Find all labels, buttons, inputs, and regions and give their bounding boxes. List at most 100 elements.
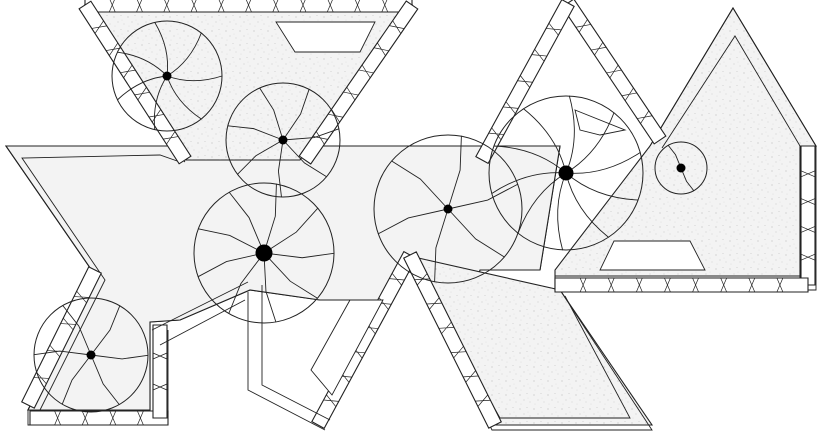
tree-trunk <box>255 244 273 262</box>
planter-bench-12 <box>152 324 168 419</box>
bench-slat <box>163 131 179 145</box>
planter-bench-6 <box>800 145 816 286</box>
planter-bench-11 <box>29 410 169 426</box>
bench-strip <box>298 0 419 165</box>
bench-slat <box>637 110 653 124</box>
tree-branch <box>116 75 168 101</box>
plaza-edge-inner-left <box>21 154 181 411</box>
bench-strip <box>800 145 816 286</box>
bench-slat <box>579 277 587 293</box>
bench-slat <box>800 198 816 205</box>
tree-3 <box>193 182 335 324</box>
raised-bed-top <box>275 21 376 53</box>
tree-branch <box>166 75 202 120</box>
bench-slat <box>190 0 198 13</box>
tree-branch <box>447 183 519 210</box>
tree-branch <box>377 208 449 235</box>
tree-branch <box>282 139 328 178</box>
tree-trunk <box>443 204 453 214</box>
bench-slat <box>354 0 361 13</box>
bench-slat <box>503 101 519 114</box>
tree-trunk <box>676 163 686 173</box>
tree-7 <box>654 141 708 195</box>
tree-branch <box>263 252 318 299</box>
bench-slat <box>106 42 122 56</box>
bench-strip <box>554 277 809 293</box>
planter-bench-5 <box>475 0 575 165</box>
bench-slat <box>54 410 61 426</box>
tree-branch <box>197 252 265 278</box>
bench-slat <box>389 273 405 286</box>
bench-slat <box>488 127 504 141</box>
tree-branch <box>667 144 682 169</box>
bench-slat <box>450 346 467 359</box>
bench-slat <box>692 277 699 293</box>
tree-branch <box>227 125 284 141</box>
bench-slat <box>606 64 622 79</box>
bench-slat <box>389 20 405 34</box>
tree-branch <box>434 208 449 283</box>
planter-bench-9 <box>403 251 502 429</box>
tree-1 <box>111 20 223 132</box>
trees <box>33 20 708 413</box>
tree-branch <box>282 128 340 141</box>
bench-slat <box>343 86 359 101</box>
bench-slat <box>591 42 607 56</box>
tree-trunk <box>558 165 574 181</box>
bench-slat <box>776 277 784 293</box>
bench-slat <box>546 22 562 36</box>
tree-branch <box>391 160 449 210</box>
tree-trunk <box>278 135 288 145</box>
tree-trunk <box>162 71 172 81</box>
bench-slat <box>621 87 637 101</box>
tree-branch <box>154 21 169 77</box>
bench-slat <box>91 20 107 34</box>
bench-slat <box>120 64 136 78</box>
tree-branch <box>263 252 277 323</box>
bench-slat <box>245 0 252 13</box>
bench-slat <box>326 0 334 13</box>
bench-strip <box>78 0 192 165</box>
tree-canopy <box>488 95 644 251</box>
planter-bench-2 <box>78 0 192 165</box>
tree-branch <box>90 354 120 405</box>
bench-slat <box>108 0 116 13</box>
bench-strip <box>403 251 502 429</box>
bench-slat <box>137 410 144 426</box>
bench-slat <box>358 64 374 79</box>
bench-slat <box>720 277 727 293</box>
tree-branch <box>116 51 168 77</box>
planter-bench-7 <box>554 277 809 293</box>
bench-slat <box>414 273 430 286</box>
bench-slat <box>426 297 442 310</box>
planter-bench-4 <box>561 0 667 145</box>
raised-beds <box>151 21 706 431</box>
tree-branch <box>228 191 265 254</box>
bench-strip <box>152 324 168 419</box>
bench-slat <box>373 42 389 56</box>
raised-bed-right <box>599 240 706 271</box>
bench-slat <box>323 394 339 407</box>
tree-branch <box>33 350 92 356</box>
tree-branch <box>263 207 319 254</box>
tree-branch <box>263 183 277 254</box>
raised-bed-upper-right <box>574 109 627 136</box>
bench-strip <box>84 0 413 13</box>
path-edge-bottom <box>261 285 331 421</box>
tree-branch <box>565 152 641 174</box>
tree-branch <box>680 167 695 192</box>
tree-branch <box>263 252 335 259</box>
bench-slat <box>531 49 547 62</box>
bench-slat <box>607 277 615 293</box>
tree-branch <box>90 354 149 360</box>
bench-slat <box>800 170 816 178</box>
tree-branch <box>166 75 223 82</box>
tree-canopy <box>654 141 708 195</box>
tree-5 <box>373 134 523 284</box>
tree-6 <box>488 95 644 251</box>
bench-slat <box>81 410 89 426</box>
plaza-right-triangle-texture <box>555 8 816 290</box>
bench-slat <box>136 0 143 13</box>
